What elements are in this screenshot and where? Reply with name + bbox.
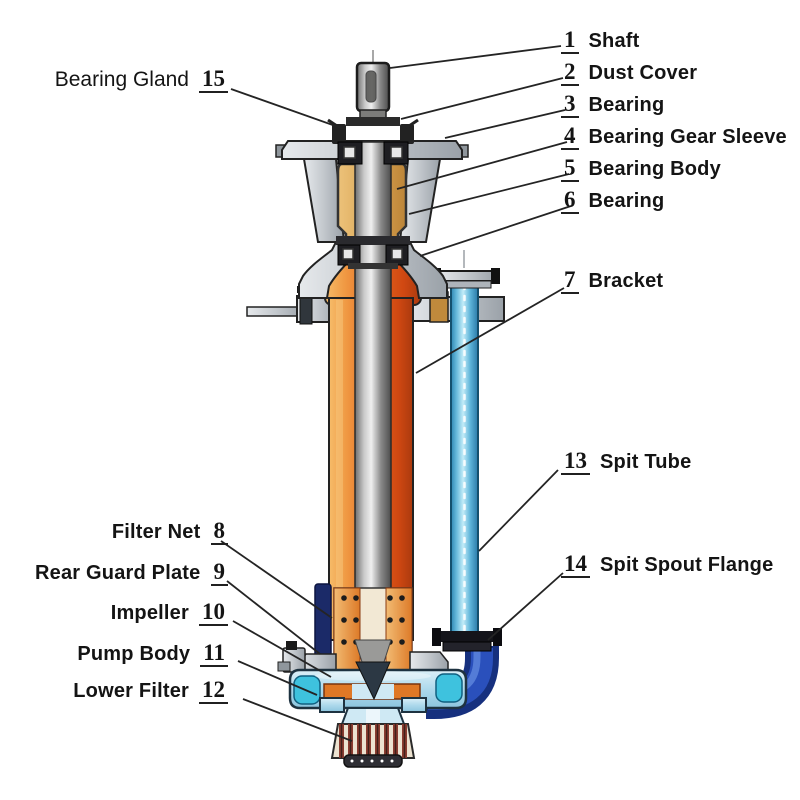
label-filter-net: Filter Net 8 <box>111 518 228 546</box>
leader-line-4 <box>396 141 568 190</box>
part-name: Rear Guard Plate <box>35 562 201 584</box>
part-name: Bracket <box>588 270 664 292</box>
part-number: 11 <box>200 640 228 668</box>
leader-line-9 <box>226 580 321 655</box>
label-spit-tube: 13 Spit Tube <box>561 448 692 476</box>
part-name: Dust Cover <box>588 62 698 84</box>
part-number: 6 <box>561 187 579 215</box>
part-number: 13 <box>561 448 590 476</box>
spit-spout-flange <box>432 628 502 652</box>
label-spit-spout-flange: 14 Spit Spout Flange <box>561 551 774 579</box>
part-name: Filter Net <box>111 521 201 543</box>
label-shaft: 1 Shaft <box>561 27 640 55</box>
leader-line-1 <box>389 45 562 69</box>
label-bearing-gland: Bearing Gland 15 <box>54 66 228 94</box>
leader-line-14 <box>487 572 564 641</box>
leader-line-11 <box>237 660 318 696</box>
part-name: Spit Spout Flange <box>600 554 774 576</box>
label-rear-guard-plate: Rear Guard Plate 9 <box>35 559 228 587</box>
label-bearing-body: 5 Bearing Body <box>561 155 721 183</box>
lower-bearing-assembly <box>336 236 410 269</box>
shaft <box>354 141 392 663</box>
part-number: 15 <box>199 66 228 94</box>
leader-line-2 <box>400 77 564 120</box>
leader-lines <box>220 45 572 742</box>
part-name: Bearing <box>588 94 665 116</box>
part-number: 4 <box>561 123 579 151</box>
leader-line-6 <box>419 205 572 257</box>
part-number: 9 <box>210 559 228 587</box>
leader-line-3 <box>444 109 566 139</box>
part-number: 3 <box>561 91 579 119</box>
part-number: 1 <box>561 27 579 55</box>
leader-line-13 <box>478 469 559 552</box>
part-name: Bearing Gland <box>54 68 189 91</box>
part-number: 7 <box>561 267 579 295</box>
leader-line-7 <box>415 287 565 374</box>
label-impeller: Impeller 10 <box>110 599 228 627</box>
part-name: Bearing Body <box>588 158 721 180</box>
leader-line-10 <box>232 620 332 678</box>
filter-net <box>314 583 332 661</box>
part-number: 10 <box>199 599 228 627</box>
lower-internals <box>297 583 449 675</box>
part-number: 8 <box>210 518 228 546</box>
label-dust-cover: 2 Dust Cover <box>561 59 698 87</box>
part-number: 14 <box>561 551 590 579</box>
part-name: Lower Filter <box>73 680 189 702</box>
leader-line-8 <box>220 540 333 619</box>
part-name: Bearing Gear Sleeve <box>588 126 787 148</box>
shaft-head <box>355 50 391 120</box>
leader-line-15 <box>230 88 345 130</box>
part-number: 2 <box>561 59 579 87</box>
label-bearing-upper: 3 Bearing <box>561 91 665 119</box>
part-name: Impeller <box>110 602 189 624</box>
label-bearing-gear-sleeve: 4 Bearing Gear Sleeve <box>561 123 787 151</box>
part-number: 12 <box>199 677 228 705</box>
label-pump-body: Pump Body 11 <box>77 640 228 668</box>
label-bracket: 7 Bracket <box>561 267 664 295</box>
part-name: Pump Body <box>77 643 191 665</box>
label-bearing-lower: 6 Bearing <box>561 187 665 215</box>
part-number: 5 <box>561 155 579 183</box>
part-name: Spit Tube <box>600 451 692 473</box>
spit-tube <box>432 250 502 652</box>
leader-line-12 <box>242 698 353 742</box>
label-lower-filter: Lower Filter 12 <box>73 677 228 705</box>
leader-line-5 <box>408 173 570 215</box>
part-name: Shaft <box>588 30 640 52</box>
part-name: Bearing <box>588 190 665 212</box>
lower-filter <box>319 697 427 768</box>
